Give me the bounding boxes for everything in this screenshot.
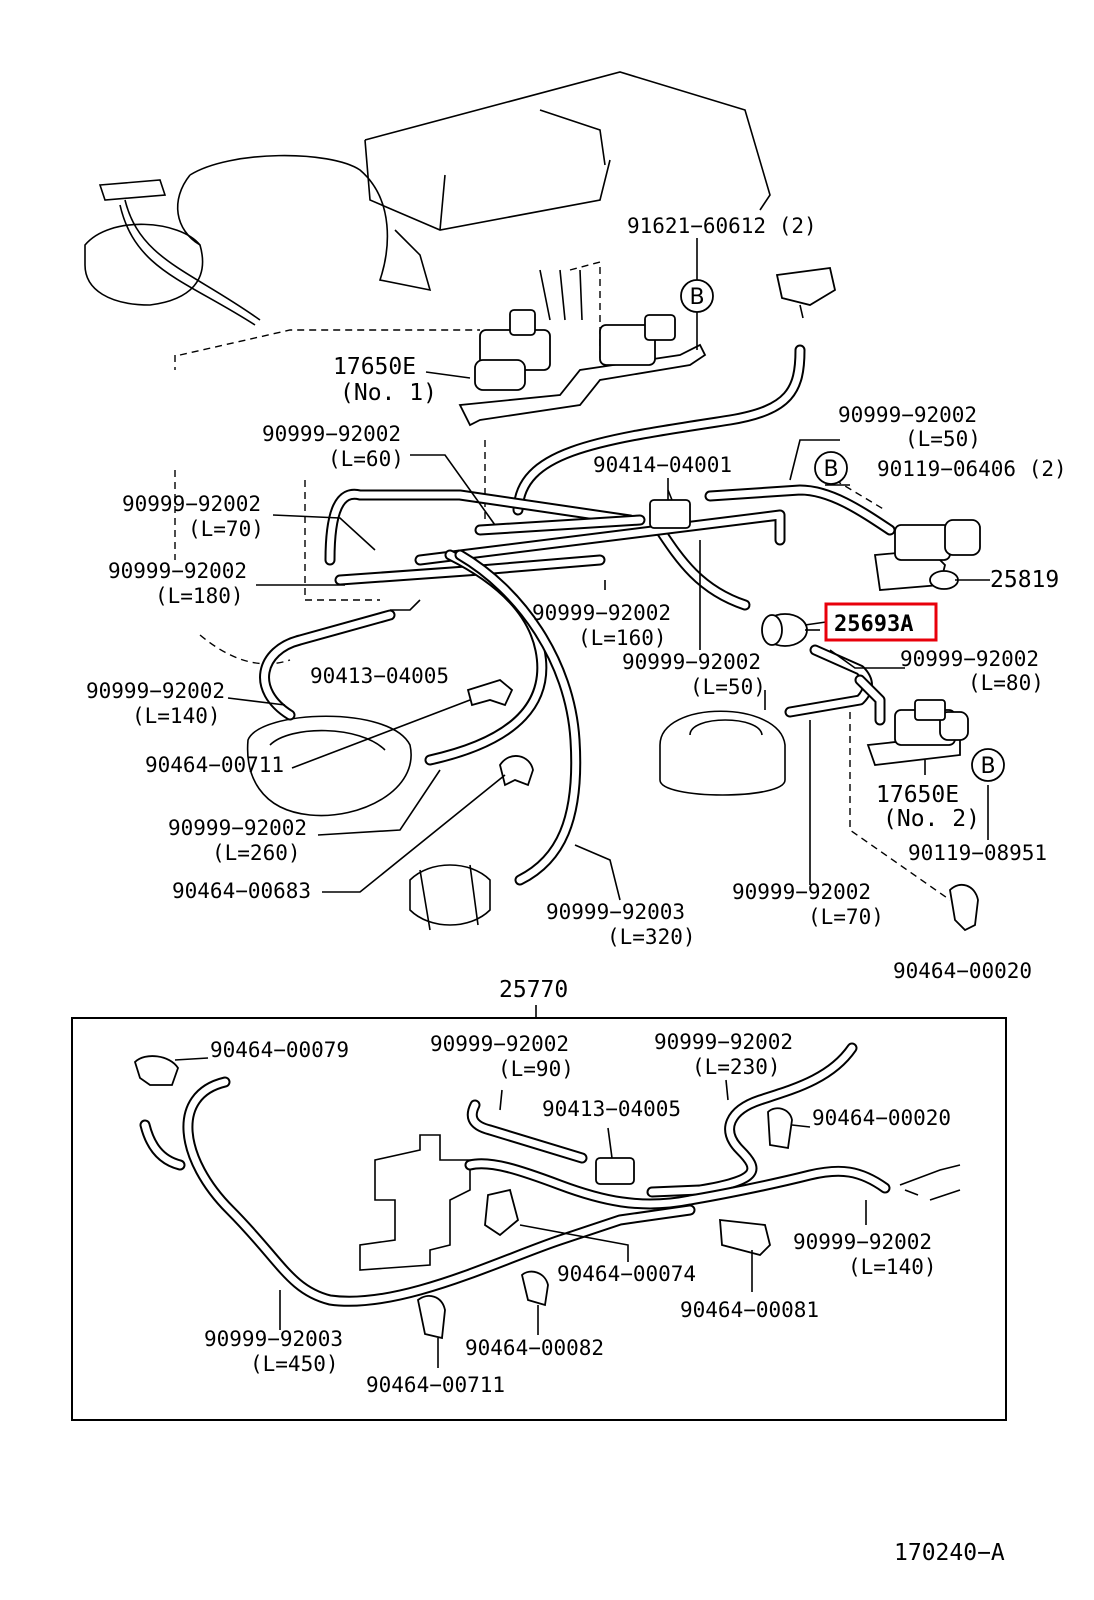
clamp-90464-00683 <box>499 755 534 787</box>
label-90119-06406[interactable]: 90119−06406 (2) <box>877 457 1067 481</box>
label-91621-60612[interactable]: 91621−60612 (2) <box>627 214 817 238</box>
label-hose-l140b[interactable]: 90999−92002 <box>793 1230 932 1254</box>
label-hose-l70b-len: (L=70) <box>808 905 884 929</box>
label-hose-l160-len: (L=160) <box>578 626 667 650</box>
label-90119-08951[interactable]: 90119−08951 <box>908 841 1047 865</box>
label-90464-00020-b[interactable]: 90464−00020 <box>812 1106 951 1130</box>
label-90464-00711-b[interactable]: 90464−00711 <box>366 1373 505 1397</box>
label-17650e-no1[interactable]: 17650E <box>333 354 416 380</box>
label-90464-00020-a[interactable]: 90464−00020 <box>893 959 1032 983</box>
label-hose-l50a[interactable]: 90999−92002 <box>622 650 761 674</box>
label-90464-00079[interactable]: 90464−00079 <box>210 1038 349 1062</box>
label-90413-04005-b[interactable]: 90413−04005 <box>542 1097 681 1121</box>
svg-text:B: B <box>980 754 995 779</box>
vsv-25819-assembly <box>873 519 981 591</box>
label-hose-l180-len: (L=180) <box>155 584 244 608</box>
vsv-no1-assembly <box>458 269 707 427</box>
label-90414-04001[interactable]: 90414−04001 <box>593 453 732 477</box>
vacuum-filter-25693a <box>761 613 820 647</box>
label-hose-l80[interactable]: 90999−92002 <box>900 647 1039 671</box>
label-hose-l90-len: (L=90) <box>498 1057 574 1081</box>
label-hose-l60-len: (L=60) <box>328 447 404 471</box>
highlighted-part-25693a[interactable]: 25693A <box>824 602 938 642</box>
clamp-90464-00711-a <box>466 678 514 707</box>
label-90464-00683[interactable]: 90464−00683 <box>172 879 311 903</box>
label-hose-l320-len: (L=320) <box>607 925 696 949</box>
lower-box-25770: 25770 <box>71 977 1007 1421</box>
label-hose-l50a-len: (L=50) <box>690 675 766 699</box>
label-90413-04005-a[interactable]: 90413−04005 <box>310 664 449 688</box>
label-hose-l230-len: (L=230) <box>692 1055 781 1079</box>
label-hose-l70a[interactable]: 90999−92002 <box>122 492 261 516</box>
circle-b-marker-3: B <box>971 748 1005 782</box>
t-joint-90414 <box>649 489 691 529</box>
label-hose-l180[interactable]: 90999−92002 <box>108 559 247 583</box>
label-hose-l450-len: (L=450) <box>250 1352 339 1376</box>
label-hose-l140b-len: (L=140) <box>848 1255 937 1279</box>
label-hose-l160[interactable]: 90999−92002 <box>532 601 671 625</box>
label-25693a[interactable]: 25693A <box>834 612 913 637</box>
label-90464-00711-a[interactable]: 90464−00711 <box>145 753 284 777</box>
vacuum-cap-part <box>775 267 837 319</box>
highlight-box <box>824 602 938 642</box>
upper-part-labels: 91621−60612 (2) 17650E (No. 1) 90999−920… <box>86 214 1067 983</box>
label-17650e-no1-sub: (No. 1) <box>340 380 437 406</box>
label-hose-l80-len: (L=80) <box>968 671 1044 695</box>
circle-b-marker-2: B <box>814 451 848 485</box>
label-hose-l260-len: (L=260) <box>212 841 301 865</box>
svg-text:B: B <box>823 457 838 482</box>
label-hose-l450[interactable]: 90999−92003 <box>204 1327 343 1351</box>
label-90464-00074[interactable]: 90464−00074 <box>557 1262 696 1286</box>
label-hose-l140a-len: (L=140) <box>132 704 221 728</box>
clamp-90464-00020-a <box>949 883 979 932</box>
upper-hoses <box>259 344 896 886</box>
label-90464-00082[interactable]: 90464−00082 <box>465 1336 604 1360</box>
label-hose-l320[interactable]: 90999−92003 <box>546 900 685 924</box>
label-hose-l260[interactable]: 90999−92002 <box>168 816 307 840</box>
label-25770[interactable]: 25770 <box>499 977 568 1003</box>
label-hose-l90[interactable]: 90999−92002 <box>430 1032 569 1056</box>
circle-b-marker-1: B <box>680 279 714 313</box>
diagram-code: 170240−A <box>894 1540 1005 1566</box>
label-hose-l70b[interactable]: 90999−92002 <box>732 880 871 904</box>
label-hose-l70a-len: (L=70) <box>188 517 264 541</box>
engine-outline <box>84 71 951 931</box>
label-hose-l50b-len: (L=50) <box>905 427 981 451</box>
label-hose-l60[interactable]: 90999−92002 <box>262 422 401 446</box>
label-90464-00081[interactable]: 90464−00081 <box>680 1298 819 1322</box>
label-17650e-no2-sub: (No. 2) <box>883 806 980 832</box>
label-17650e-no2[interactable]: 17650E <box>876 782 959 808</box>
label-hose-l140a[interactable]: 90999−92002 <box>86 679 225 703</box>
label-25819[interactable]: 25819 <box>990 567 1059 593</box>
leader-lines-upper <box>227 238 990 901</box>
label-hose-l230[interactable]: 90999−92002 <box>654 1030 793 1054</box>
svg-text:B: B <box>689 285 704 310</box>
label-hose-l50b[interactable]: 90999−92002 <box>838 403 977 427</box>
vsv-no2-assembly <box>866 699 969 766</box>
